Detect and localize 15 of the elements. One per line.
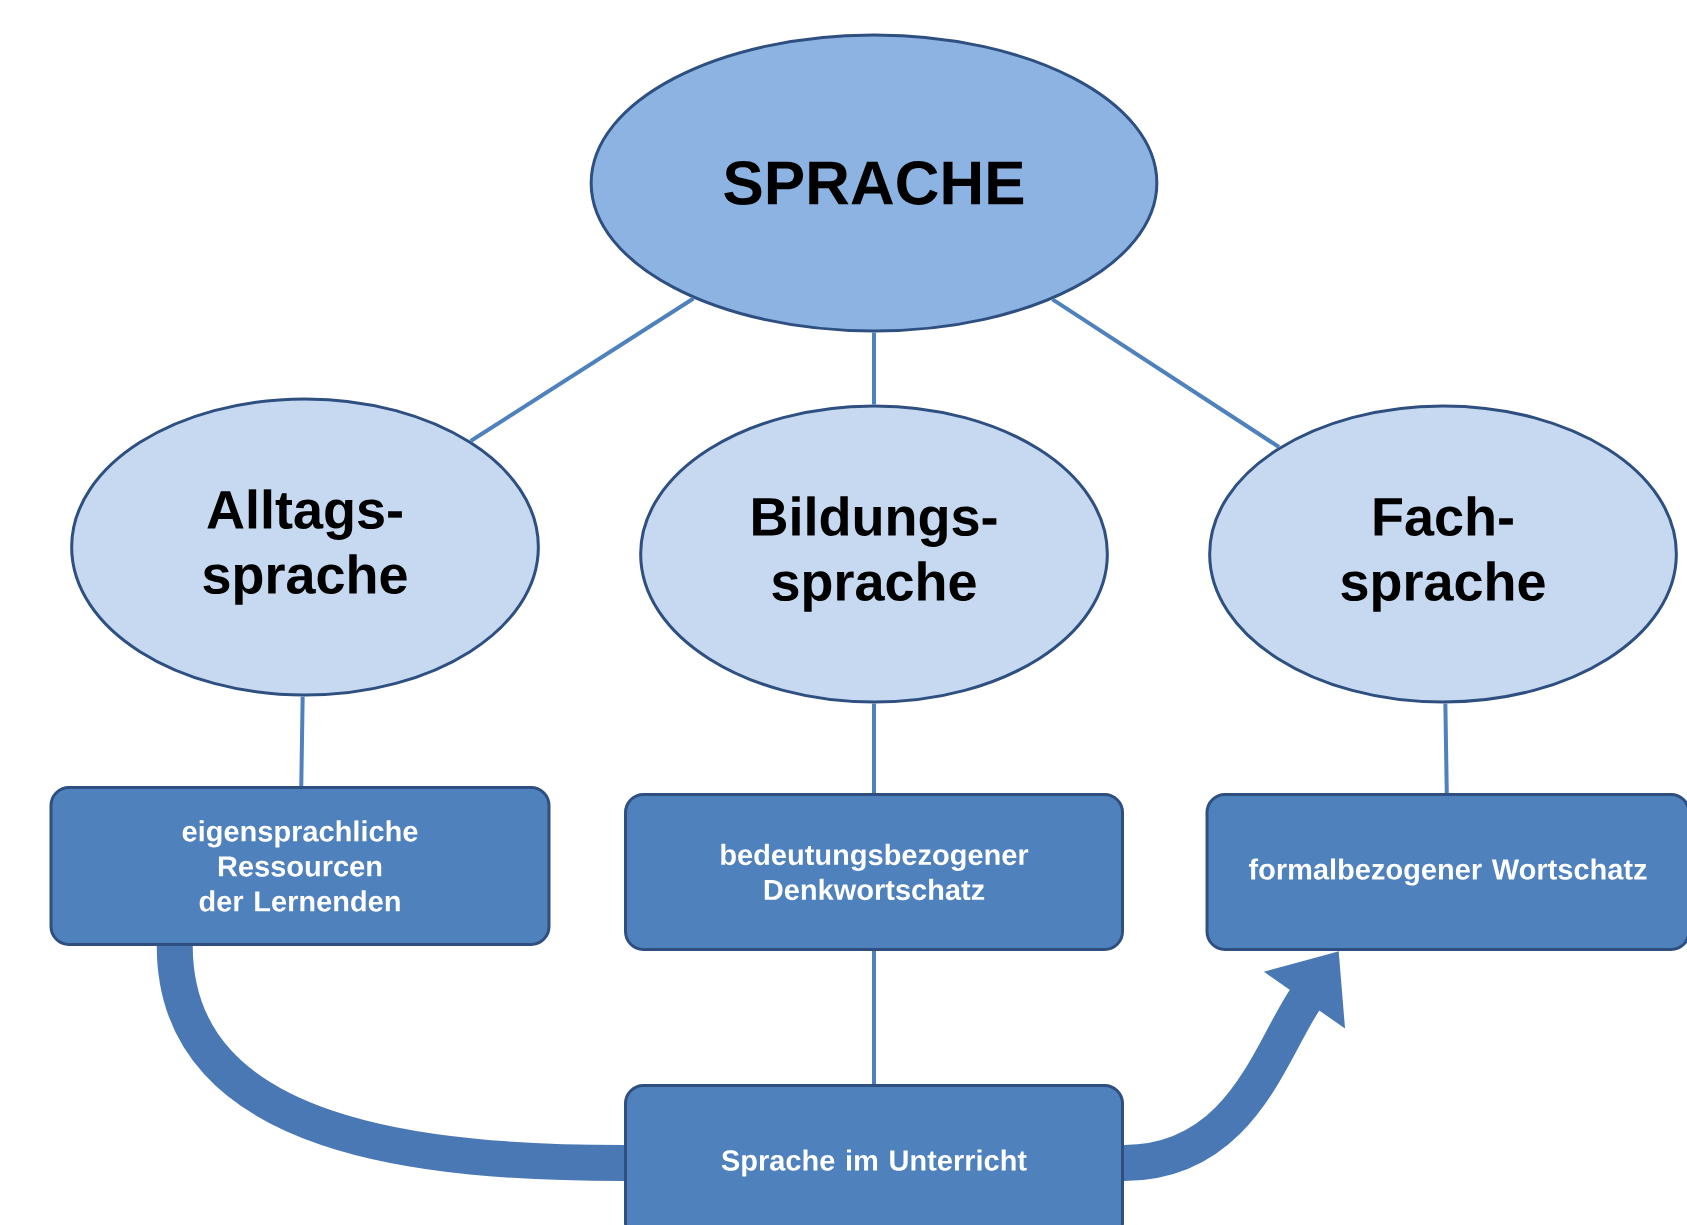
ellipse-node: Alltags- sprache [70,397,540,697]
ellipse-node: Fach- sprache [1208,404,1678,704]
rounded-box: formalbezogener Wortschatz [1205,793,1687,951]
ellipse-node: Bildungs- sprache [639,404,1109,704]
rounded-box: bedeutungsbezogener Denkwortschatz [624,793,1124,951]
rounded-box: eigensprachliche Ressourcen der Lernenden [49,786,551,946]
connector-line [872,332,876,405]
connector-line [299,696,305,787]
connector-line [872,951,876,1084]
connector-line [872,703,876,793]
connector-line [1051,297,1281,449]
connector-line [1443,703,1449,794]
rounded-box: Sprache im Unterricht [624,1084,1124,1225]
ellipse-node: SPRACHE [589,33,1159,333]
connector-line [469,296,695,443]
